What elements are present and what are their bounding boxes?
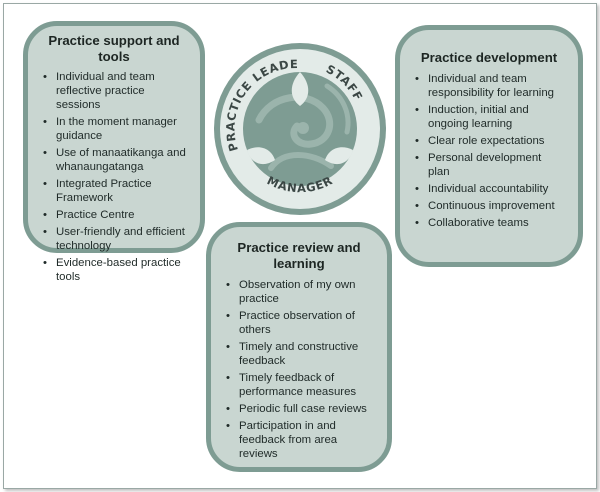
bullet-icon: • [43,116,47,128]
list-item: •Observation of my own practice [226,279,356,305]
list-item: •Timely and constructive feedback [226,341,359,367]
list-item: •Timely feedback of performance measures [226,372,357,398]
bullet-icon: • [43,257,47,269]
list-item: •Individual and team responsibility for … [415,73,554,99]
panel-practice-development: Practice development •Individual and tea… [395,25,583,267]
list-item: •Personal development plan [415,152,542,178]
bullet-icon: • [226,420,230,432]
list-item: •Collaborative teams [415,217,529,229]
bullet-icon: • [226,403,230,415]
list-item: •Integrated Practice Framework [43,178,152,204]
bullet-icon: • [415,217,419,229]
list-item: •Continuous improvement [415,200,555,212]
list-item: •User-friendly and efficient technology [43,226,185,252]
hub-notch-left [247,147,275,165]
list-item: •In the moment manager guidance [43,116,177,142]
bullet-icon: • [226,372,230,384]
hub-notch-top [291,72,309,106]
bullet-icon: • [43,71,47,83]
list-item: •Practice Centre [43,209,135,221]
bullet-icon: • [415,200,419,212]
list-item: •Use of manaatikanga and whanaungatanga [43,147,186,173]
panel-practice-review: Practice review and learning •Observatio… [206,222,392,472]
bullet-icon: • [415,135,419,147]
list-item: •Individual and team reflective practice… [43,71,155,111]
bullet-icon: • [43,147,47,159]
list-item: •Individual accountability [415,183,549,195]
list-item: •Periodic full case reviews [226,403,367,415]
hub-label-manager: MANAGER [265,173,335,195]
list-item: •Practice observation of others [226,310,355,336]
list-item: •Clear role expectations [415,135,545,147]
bullet-icon: • [226,341,230,353]
bullet-icon: • [415,183,419,195]
bullet-icon: • [226,279,230,291]
bullet-list: •Individual and team responsibility for … [414,72,564,230]
panel-practice-support: Practice support and tools •Individual a… [23,21,205,283]
bullet-icon: • [43,178,47,190]
list-item: •Participation in and feedback from area… [226,420,338,460]
central-hub: PRACTICE LEADER STAFF MANAGER [211,40,389,218]
hub-graphic: PRACTICE LEADER STAFF MANAGER [211,40,386,215]
bullet-icon: • [415,104,419,116]
bullet-icon: • [415,73,419,85]
bullet-list: •Individual and team reflective practice… [42,70,186,284]
hub-notch-right [325,147,353,165]
bullet-icon: • [43,209,47,221]
bullet-icon: • [415,152,419,164]
panel-title: Practice support and tools [48,33,180,64]
koru-pattern-icon [255,83,351,171]
bullet-list: •Observation of my own practice •Practic… [225,278,373,461]
bullet-icon: • [43,226,47,238]
list-item: •Induction, initial and ongoing learning [415,104,529,130]
list-item: •Evidence-based practice tools [43,257,181,283]
panel-title: Practice development [420,50,558,65]
bullet-icon: • [226,310,230,322]
panel-title: Practice review and learning [237,240,361,271]
